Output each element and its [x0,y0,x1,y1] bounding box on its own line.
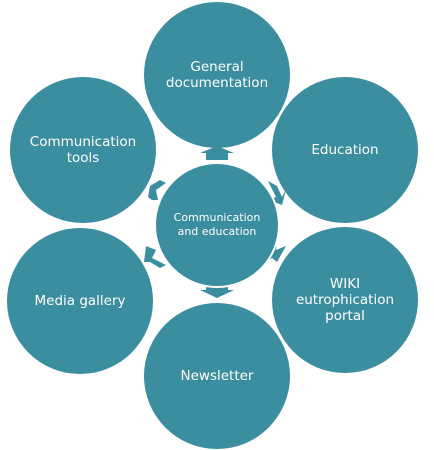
center-node: Communication and education [154,162,280,288]
node-general-documentation: General documentation [144,2,290,148]
node-label: Communication tools [29,134,137,166]
node-media-gallery: Media gallery [7,228,153,374]
center-label: Communication and education [173,211,261,238]
node-label: WIKI eutrophication portal [295,276,395,324]
node-wiki-eutrophication-portal: WIKI eutrophication portal [272,227,418,373]
node-label: General documentation [165,59,269,91]
arrow-to-general-documentation [200,146,234,160]
arrow-to-newsletter [200,287,234,298]
node-education: Education [272,77,418,223]
node-label: Newsletter [180,368,254,384]
node-communication-tools: Communication tools [10,77,156,223]
node-newsletter: Newsletter [144,303,290,449]
node-label: Education [311,142,379,158]
node-label: Media gallery [34,293,126,309]
